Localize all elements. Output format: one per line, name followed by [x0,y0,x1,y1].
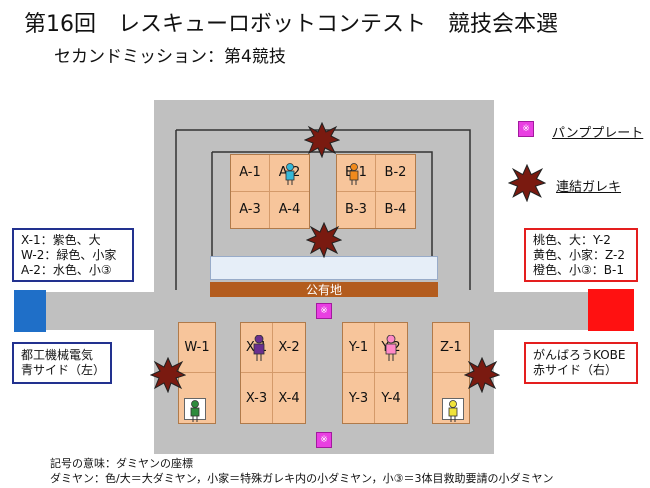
blue-dummy-line-3: A-2：水色、小③ [21,263,112,277]
block-a: A-1 A-2 A-3 A-4 [230,154,310,229]
legend-pump-plate-label: パンププレート [552,126,644,141]
rubble-icon-top-center [304,122,340,158]
red-dummy-line-2: 黄色、小家：Z-2 [533,248,625,262]
pump-plate-center: ※ [316,303,332,319]
cell-b-4: B-4 [384,202,407,218]
blue-team-box: 都工機械電気 青サイド（左） [12,342,112,384]
cell-w-1: W-1 [179,323,215,373]
cell-x-2: X-2 [273,323,305,373]
rubble-icon-right [464,357,500,393]
red-dummy-line-1: 桃色、大：Y-2 [533,233,611,247]
cell-x-4: X-4 [278,390,300,406]
glass-strip [210,256,438,280]
notes: 記号の意味：ダミヤンの座標 ダミヤン：色/大＝大ダミヤン，小家＝特殊ガレキ内の小… [50,456,553,486]
rubble-icon-left [150,357,186,393]
page-title: 第16回 レスキューロボットコンテスト 競技会本選 [24,12,558,37]
cell-b-3: B-3 [337,191,376,228]
cell-y-4: Y-4 [381,390,401,406]
pump-plate-bottom: ※ [316,432,332,448]
dummy-figure-w2 [190,400,200,422]
blue-dummy-assignment-box: X-1：紫色、大 W-2：緑色、小家 A-2：水色、小③ [12,228,134,282]
note-line-1: 記号の意味：ダミヤンの座標 [50,457,193,470]
legend-rubble-label: 連結ガレキ [556,180,622,195]
blue-team-name: 都工機械電気 [21,348,94,362]
cell-y-3: Y-3 [343,373,375,423]
page-subtitle: セカンドミッション：第4競技 [54,47,286,67]
cell-z-1: Z-1 [433,323,469,373]
legend-rubble-icon [508,164,546,202]
cell-a-1: A-1 [231,155,270,192]
red-dummy-assignment-box: 桃色、大：Y-2 黄色、小家：Z-2 橙色、小③：B-1 [524,228,638,282]
dummy-figure-y2 [385,335,397,361]
public-space-bar: 公有地 [210,282,438,297]
dummy-figure-x1 [253,335,265,361]
dummy-figure-b1 [349,163,359,185]
block-b: B-1 B-2 B-3 B-4 [336,154,416,229]
red-start-zone [588,289,634,331]
blue-team-side: 青サイド（左） [21,363,106,377]
red-team-name: がんばろうKOBE [533,348,626,362]
cell-x-3: X-3 [241,373,273,423]
public-space-label: 公有地 [305,283,342,297]
arena-walls [175,129,471,290]
blue-start-zone [14,290,46,332]
red-dummy-line-3: 橙色、小③：B-1 [533,263,624,277]
blue-dummy-line-2: W-2：緑色、小家 [21,248,117,262]
blue-dummy-line-1: X-1：紫色、大 [21,233,101,247]
red-team-side: 赤サイド（右） [533,363,618,377]
cell-b-2: B-2 [376,155,415,192]
block-x: X-1 X-2 X-3 X-4 [240,322,306,424]
note-line-2: ダミヤン：色/大＝大ダミヤン，小家＝特殊ガレキ内の小ダミヤン，小③＝3体目救助要… [50,472,554,485]
cell-y-1: Y-1 [343,323,375,373]
dummy-figure-z2 [448,400,458,422]
cell-a-4: A-4 [278,202,301,218]
rubble-icon-mid-center [306,222,342,258]
legend-pump-plate-icon: ※ [518,121,534,137]
dummy-figure-a2 [285,163,295,185]
block-y: Y-1 Y-2 Y-3 Y-4 [342,322,408,424]
cell-a-3: A-3 [231,191,270,228]
red-team-box: がんばろうKOBE 赤サイド（右） [524,342,638,384]
